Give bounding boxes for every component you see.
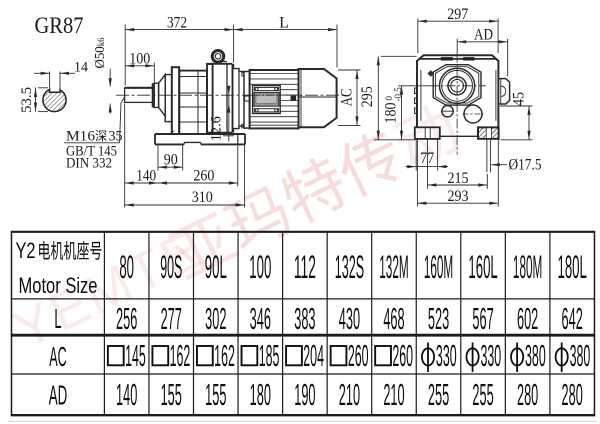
svg-text:90L: 90L [205,249,227,285]
svg-text:35: 35 [109,129,123,145]
svg-text:DIN 332: DIN 332 [66,156,112,172]
svg-text:140: 140 [116,377,137,412]
svg-text:280: 280 [517,377,538,412]
svg-text:AD: AD [49,380,68,411]
svg-text:162: 162 [214,338,235,373]
svg-text:180: 180 [250,377,271,412]
svg-text:602: 602 [517,301,538,336]
svg-text:256: 256 [116,301,137,336]
svg-text:162: 162 [170,338,191,373]
svg-text:280: 280 [562,377,583,412]
svg-text:330: 330 [436,338,457,373]
svg-text:AC: AC [339,88,356,106]
svg-text:140: 140 [136,168,156,185]
svg-text:155: 155 [205,377,226,412]
svg-text:295: 295 [359,86,376,107]
svg-text:260: 260 [392,338,413,373]
svg-text:260: 260 [348,338,369,373]
svg-text:380: 380 [525,338,546,373]
svg-text:293: 293 [448,188,469,205]
svg-text:14: 14 [74,60,88,76]
svg-text:642: 642 [562,301,583,336]
svg-text:0: 0 [384,96,394,101]
svg-text:100: 100 [249,249,271,285]
svg-text:302: 302 [205,301,226,336]
svg-text:12.6: 12.6 [209,116,225,141]
svg-text:132M: 132M [379,249,408,285]
svg-text:190: 190 [294,377,315,412]
svg-text:145: 145 [125,338,146,373]
svg-text:GB/T 145: GB/T 145 [66,144,117,160]
svg-text:160L: 160L [468,249,497,285]
svg-text:AC: AC [49,341,67,372]
svg-text:430: 430 [339,301,360,336]
svg-text:260: 260 [193,168,214,185]
svg-text:297: 297 [447,6,468,23]
svg-text:Ø17.5: Ø17.5 [509,156,542,173]
svg-text:330: 330 [480,338,501,373]
svg-text:155: 155 [161,377,182,412]
svg-text:132S: 132S [335,249,364,285]
svg-text:204: 204 [303,338,324,373]
svg-text:215: 215 [448,170,469,187]
svg-text:80: 80 [119,249,134,285]
svg-text:255: 255 [472,377,493,412]
svg-text:210: 210 [339,377,360,412]
svg-text:M16: M16 [66,129,96,145]
svg-text:523: 523 [428,301,449,336]
svg-text:Motor Size: Motor Size [19,273,98,298]
svg-text:53.5: 53.5 [19,87,35,113]
svg-text:210: 210 [383,377,404,412]
svg-text:380: 380 [570,338,591,373]
svg-text:160M: 160M [424,249,453,285]
svg-text:180L: 180L [557,249,586,285]
svg-text:346: 346 [250,301,271,336]
svg-text:468: 468 [383,301,404,336]
svg-text:100: 100 [129,50,150,67]
svg-text:AD: AD [474,26,493,43]
svg-text:45: 45 [511,92,528,106]
svg-text:GR87: GR87 [35,13,84,38]
svg-text:112: 112 [294,249,316,285]
svg-text:277: 277 [161,301,182,336]
svg-text:185: 185 [259,338,280,373]
svg-text:Ø50k6: Ø50k6 [93,37,108,68]
svg-text:310: 310 [192,189,213,206]
svg-text:L: L [279,14,289,31]
svg-text:180M: 180M [513,249,542,285]
svg-text:90: 90 [164,151,178,168]
svg-text:567: 567 [472,301,493,336]
svg-text:90S: 90S [160,249,182,285]
svg-text:Y2: Y2 [16,238,36,263]
svg-text:-0.5: -0.5 [393,87,403,102]
svg-text:L: L [54,303,61,334]
svg-text:383: 383 [294,301,315,336]
svg-text:180: 180 [383,103,400,124]
svg-text:372: 372 [167,14,187,31]
svg-text:255: 255 [428,377,449,412]
